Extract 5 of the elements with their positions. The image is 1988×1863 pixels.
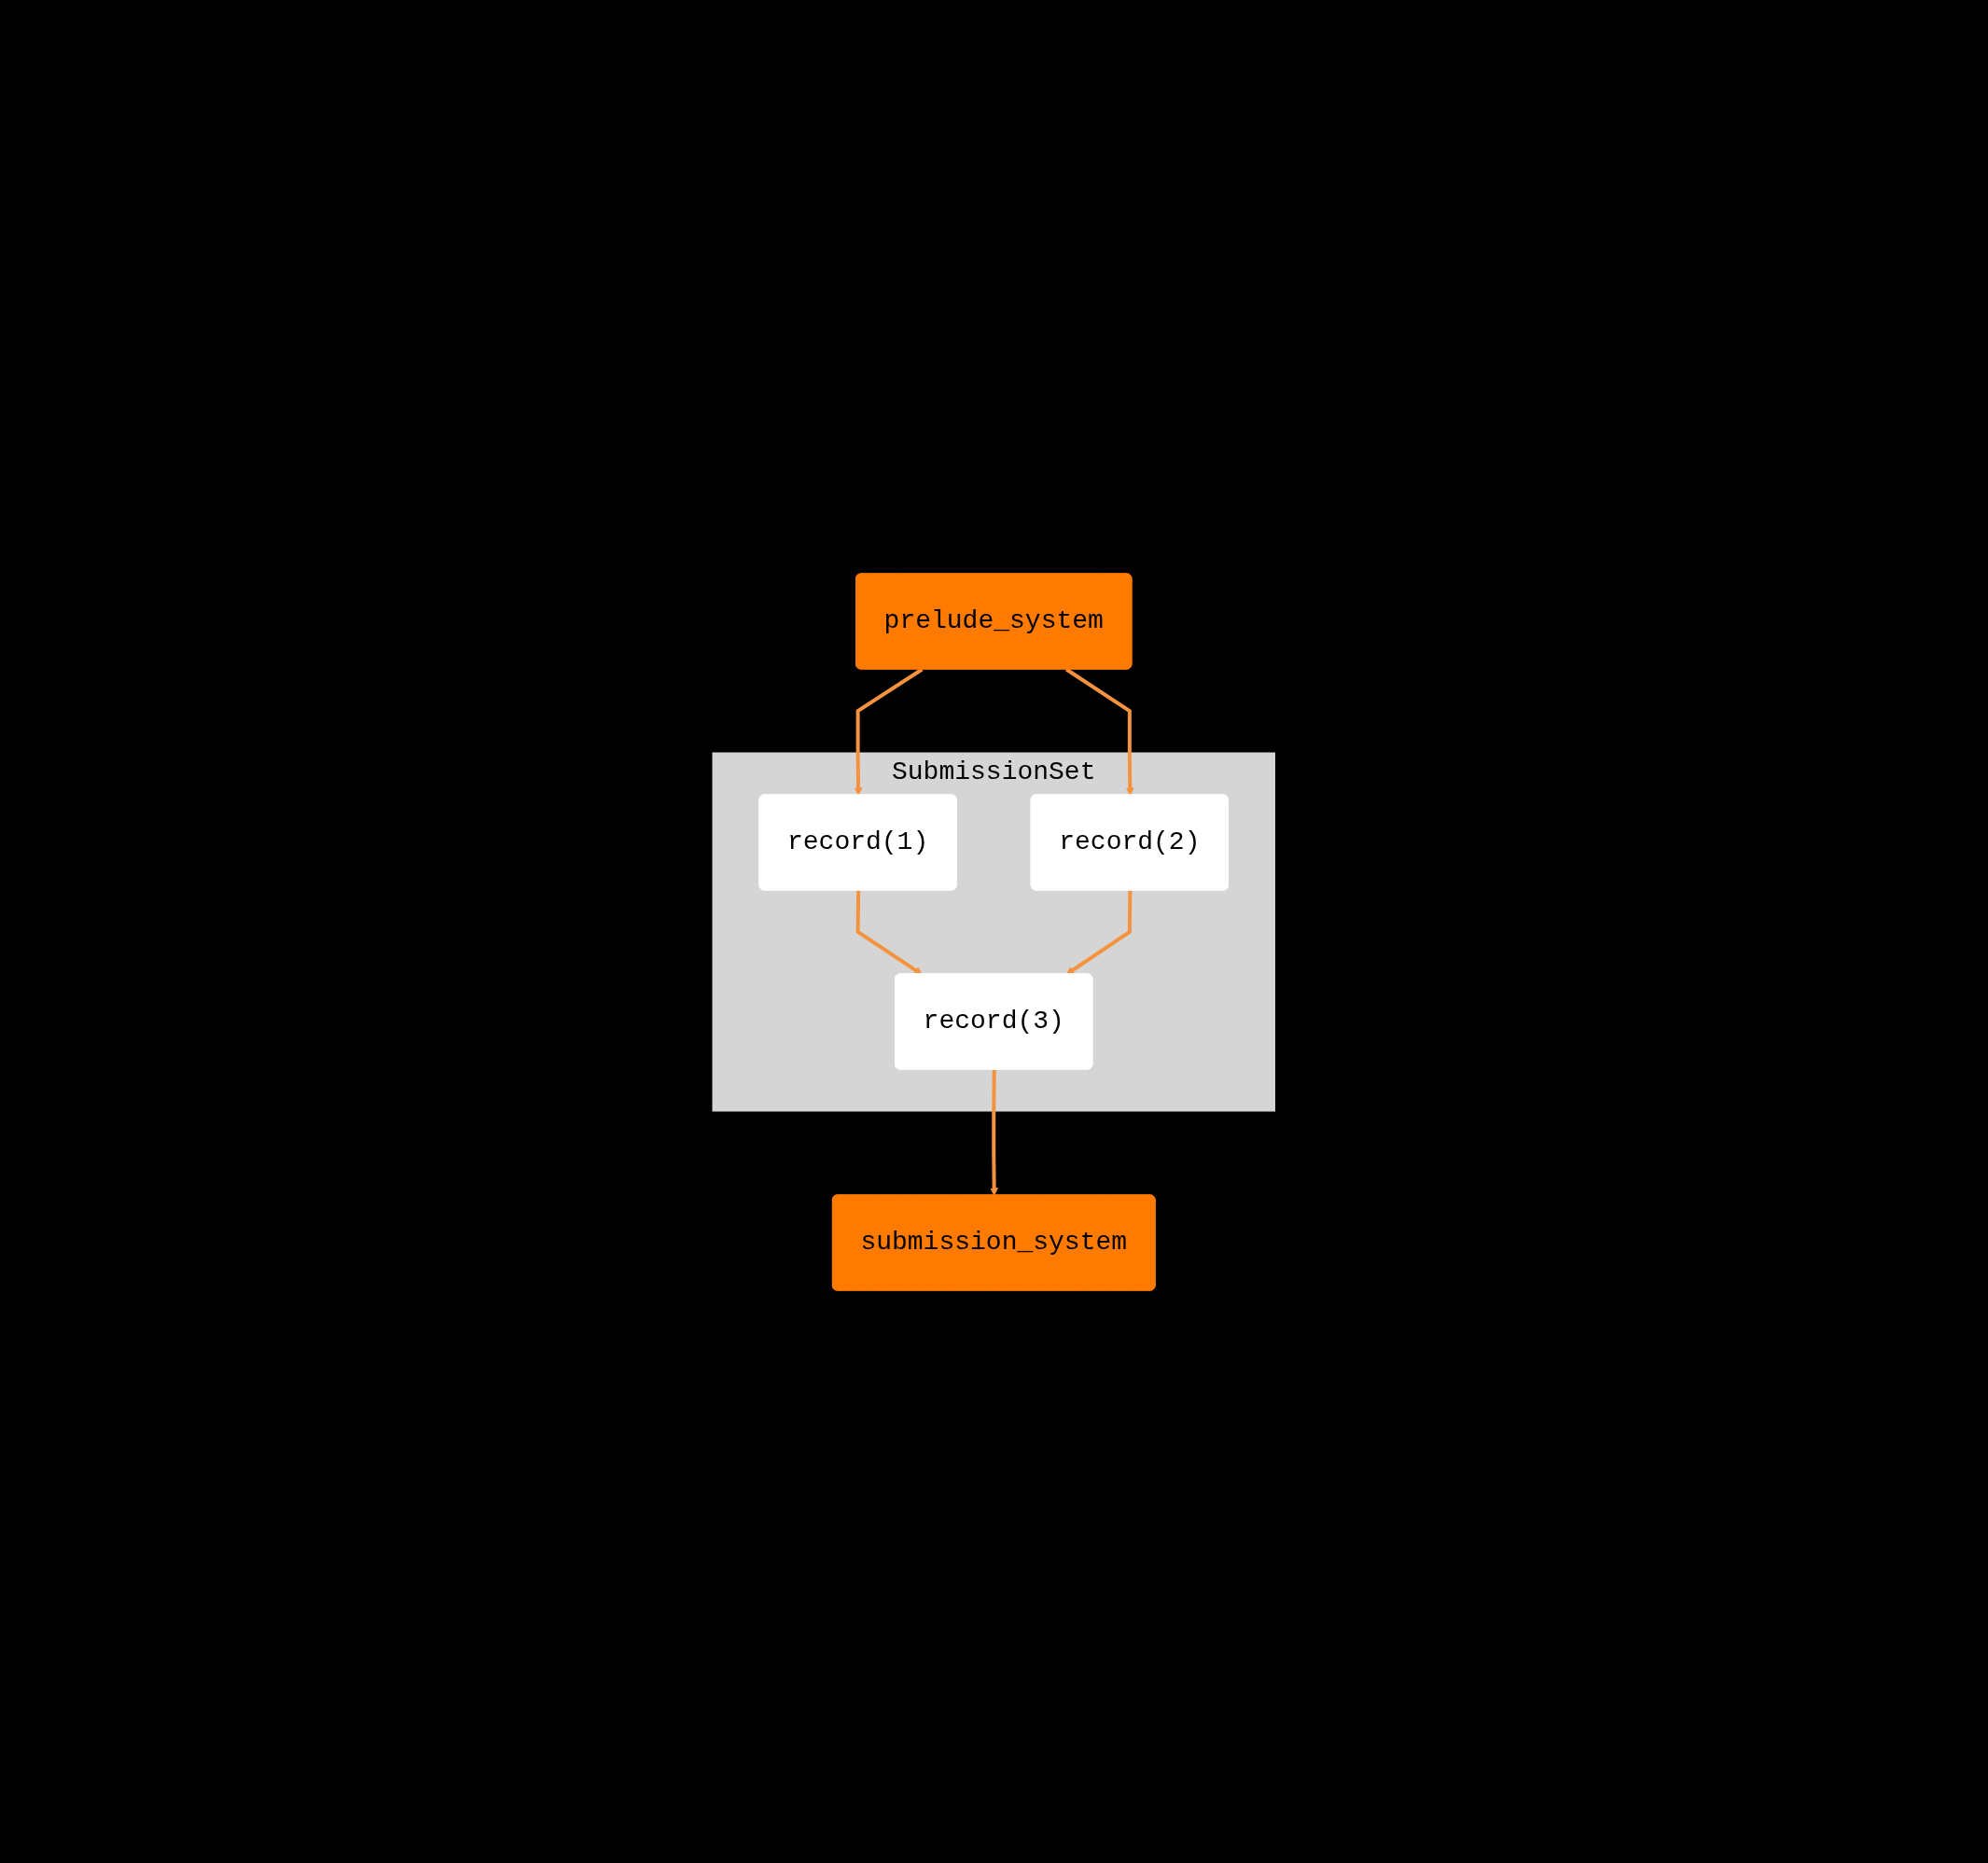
arrow — [1065, 889, 1133, 975]
arrow — [855, 890, 924, 975]
arrow — [990, 1068, 999, 1196]
arrow — [1065, 667, 1134, 796]
arrow — [854, 667, 924, 796]
